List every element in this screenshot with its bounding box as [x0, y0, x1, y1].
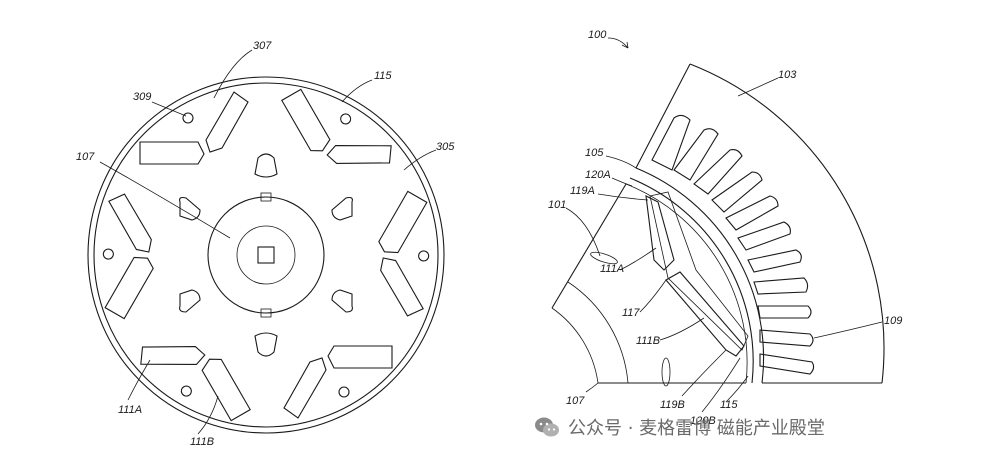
label-309: 309: [133, 91, 151, 103]
label-111B-right: 111B: [636, 335, 660, 347]
lightening-hole: [179, 196, 201, 221]
label-105: 105: [585, 147, 604, 159]
leader-101: [565, 207, 601, 257]
leader-115: [725, 375, 749, 403]
magnet-pole: [281, 88, 392, 164]
leader-107: [585, 382, 599, 393]
flux-barrier: [661, 357, 671, 387]
lightening-hole: [331, 289, 353, 313]
label-305: 305: [436, 141, 455, 153]
rotor-hub: [207, 196, 325, 314]
leader-111B: [659, 317, 705, 341]
magnet-pole: [139, 91, 249, 165]
stator-slot: [759, 353, 815, 375]
leader-305: [403, 149, 437, 171]
label-119A: 119A: [570, 185, 595, 197]
wechat-logo-icon: [535, 417, 559, 437]
rotor-inner-arc: [551, 307, 599, 384]
magnet-111A: [645, 195, 675, 271]
label-111A: 111A: [118, 404, 142, 416]
watermark: 公众号 · 麦格雷博 磁能产业殿堂: [534, 407, 825, 447]
stator-slot: [673, 128, 719, 181]
lightening-hole: [254, 153, 278, 178]
stator-bore: [635, 167, 765, 384]
assembly-arrow: [607, 37, 629, 49]
magnet-pole: [140, 346, 251, 422]
leader-307: [213, 49, 253, 99]
stator-slot: [753, 277, 809, 295]
flux-barrier: [590, 251, 618, 265]
label-107: 107: [76, 151, 95, 163]
label-107-right: 107: [566, 395, 585, 407]
leader-117: [639, 279, 667, 313]
stator-slot: [651, 114, 691, 171]
leader-111A: [619, 247, 657, 271]
leader-120B: [701, 357, 741, 413]
leader-119B: [681, 349, 727, 397]
stator-slot: [693, 149, 743, 195]
leader-105: [605, 155, 637, 169]
hub-key-bottom: [260, 308, 272, 318]
stator-slot: [759, 329, 814, 347]
lightening-hole: [179, 289, 201, 313]
stator-slot: [737, 221, 791, 251]
leader-119A: [597, 193, 649, 201]
rotor-sleeve-inner: [625, 183, 748, 384]
sector-detail-view: 100: [548, 29, 902, 427]
lightening-holes: [179, 153, 353, 357]
stator-slot: [747, 249, 802, 273]
lightening-hole: [254, 332, 278, 357]
rotor-cross-section: 307 115 309 107 305 111A 111B: [76, 40, 455, 448]
label-307: 307: [253, 40, 272, 52]
leader-103: [737, 77, 779, 97]
magnet-pole: [283, 345, 393, 419]
label-115-right: 115: [720, 399, 738, 411]
label-109: 109: [884, 315, 902, 327]
magnet-pole: [378, 190, 430, 317]
label-117: 117: [622, 307, 640, 319]
lightening-hole: [331, 196, 353, 221]
left-leader-lines: [99, 49, 437, 435]
watermark-text: 公众号 · 麦格雷博 磁能产业殿堂: [568, 418, 825, 439]
leader-120A: [611, 177, 633, 187]
magnet-111B: [665, 271, 745, 357]
right-leader-lines: [565, 77, 883, 413]
leader-107: [99, 161, 231, 239]
stator-slot: [757, 305, 812, 319]
label-120A: 120A: [585, 169, 611, 181]
stator-slots: [651, 114, 815, 375]
rotor-mid-arc: [567, 281, 629, 384]
leader-111B: [197, 395, 219, 435]
magnet-pole: [102, 193, 154, 320]
stator-edge-top: [635, 63, 691, 169]
shaft-square: [257, 246, 275, 264]
rotor-core-edge: [93, 82, 439, 428]
label-100: 100: [588, 29, 607, 41]
leader-111A: [127, 359, 151, 401]
stator-slot: [711, 171, 763, 213]
leader-115: [341, 79, 373, 103]
rotor-sleeve-outer: [629, 177, 754, 384]
label-120B: 120B: [690, 415, 716, 427]
label-119B: 119B: [660, 399, 685, 411]
label-111B: 111B: [190, 436, 214, 448]
label-101: 101: [548, 199, 566, 211]
hub-inner-ring: [236, 225, 296, 285]
label-115: 115: [374, 70, 392, 82]
hub-key-top: [260, 192, 272, 202]
leader-309: [151, 101, 187, 117]
leader-109: [813, 321, 883, 339]
rotor-outer-ring: [87, 76, 445, 434]
rotor-edge-top: [551, 183, 627, 309]
stator-slot: [725, 195, 779, 231]
magnet-poles: [102, 88, 430, 422]
stator-outer-edge: [689, 63, 885, 384]
magnet-pocket: [649, 191, 749, 351]
label-103: 103: [778, 69, 797, 81]
label-111A-right: 111A: [600, 263, 624, 275]
